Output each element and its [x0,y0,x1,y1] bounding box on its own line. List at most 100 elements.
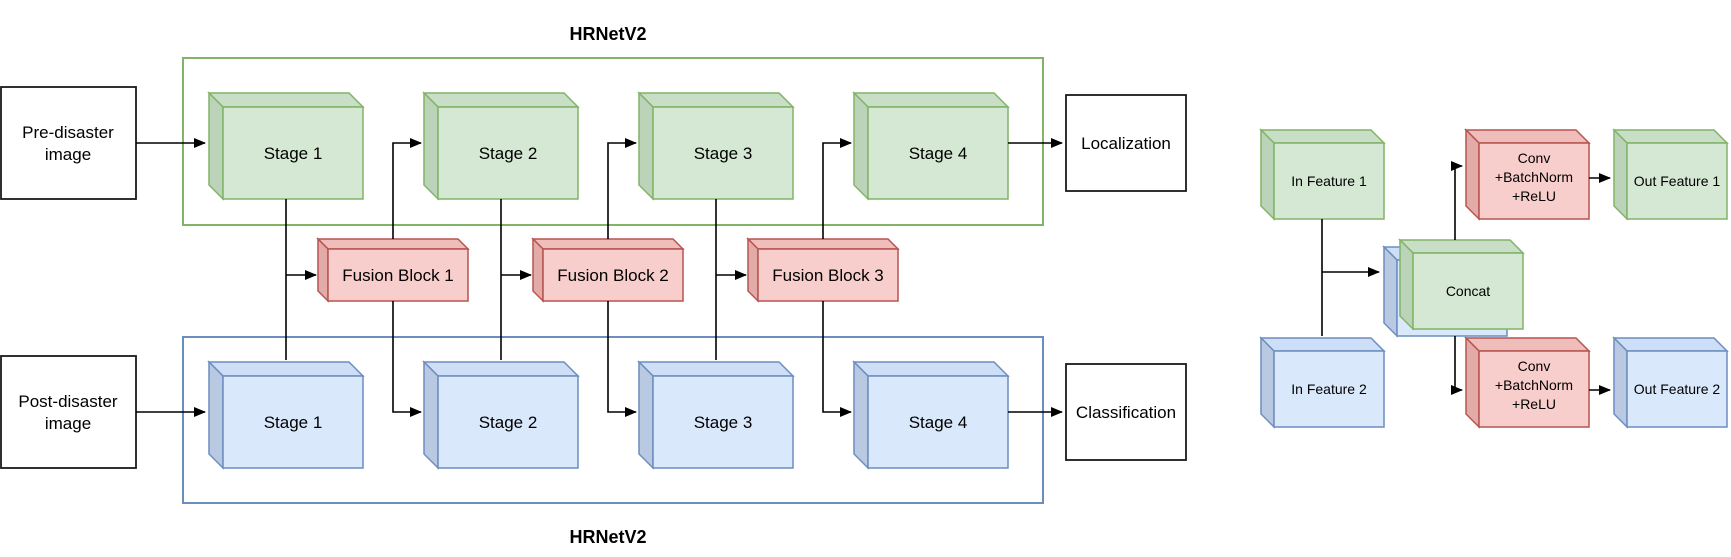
edge-fusion3-to-stage4-bottom [822,301,852,417]
cube-front-face [1412,252,1524,330]
fusion-block-3-label: Fusion Block 3 [772,266,884,285]
stage-4-top-box: Stage 4 [852,91,1010,201]
cube-front-face [1478,350,1590,428]
cube-top-face [1464,337,1591,352]
cube-front-face [222,106,364,200]
localization-rect [1065,94,1187,192]
cube-left-face [1260,336,1275,429]
hrnet-bottom-label: HRNetV2 [569,527,646,547]
concat-box: Concat [1382,238,1525,338]
classification-rect [1065,363,1187,461]
cube-left-face [1383,245,1398,338]
post-disaster-input-box: Post-disaster image [0,355,137,469]
stage-2-top-label: Stage 2 [479,144,538,163]
cube-top-face [207,92,365,108]
stage-2-bottom-label: Stage 2 [479,413,538,432]
siamese-hrnet-diagram: HRNetV2 HRNetV2 Pre-disaster image Post-… [0,24,1187,547]
cube-top-face [852,361,1010,377]
conv-batchnorm-relu-top-box: Conv +BatchNorm +ReLU [1464,128,1591,221]
cube-front-face [757,248,899,302]
cube-front-face [1273,350,1385,428]
pre-disaster-label-line2: image [45,145,91,164]
cube-top-face [637,361,795,377]
out-feature-1-box: Out Feature 1 [1612,128,1729,221]
cube-left-face [423,360,439,470]
post-disaster-rect [0,355,137,469]
cube-left-face [317,237,329,303]
cube-front-face [1626,350,1728,428]
concat-front-cube: Concat [1398,238,1525,331]
cube-left-face [1399,238,1414,331]
cube-front-face [1626,142,1728,220]
conv-batchnorm-relu-bottom-box: Conv +BatchNorm +ReLU [1464,336,1591,429]
cube-top-face [637,92,795,108]
cube-top-face [1464,129,1591,144]
post-disaster-label-line2: image [45,414,91,433]
cube-left-face [747,237,759,303]
in-feature-1-label: In Feature 1 [1291,173,1367,189]
stage-1-top-box: Stage 1 [207,91,365,201]
cube-left-face [853,360,869,470]
cube-top-face [207,361,365,377]
cube-front-face [652,106,794,200]
fusion-block-2-box: Fusion Block 2 [531,237,685,303]
fusion-block-1-box: Fusion Block 1 [316,237,470,303]
cube-front-face [437,106,579,200]
fusion-block-1-label: Fusion Block 1 [342,266,454,285]
edge-fusion1-to-stage2-top [392,138,422,239]
cube-top-face [746,238,900,250]
cube-front-face [222,375,364,469]
cube-top-face [1259,337,1386,352]
cube-front-face [1273,142,1385,220]
hrnet-bottom-container [182,336,1044,504]
cube-left-face [208,91,224,201]
stage-3-bottom-box: Stage 3 [637,360,795,470]
stage-3-top-label: Stage 3 [694,144,753,163]
stage-1-top-label: Stage 1 [264,144,323,163]
conv-bottom-label-line3: +ReLU [1512,396,1556,412]
conv-bottom-label-line1: Conv [1518,358,1551,374]
out-feature-2-label: Out Feature 2 [1634,381,1721,397]
edge-fusion3-to-stage4-top [822,138,852,239]
cube-top-face [1398,239,1525,254]
cube-left-face [638,91,654,201]
post-disaster-label-line1: Post-disaster [18,392,118,411]
cube-front-face [867,106,1009,200]
cube-front-face [327,248,469,302]
cube-left-face [208,360,224,470]
stage-3-top-box: Stage 3 [637,91,795,201]
cube-left-face [853,91,869,201]
classification-output-box: Classification [1065,363,1187,461]
cube-left-face [1613,128,1628,221]
pre-disaster-rect [0,86,137,200]
cube-top-face [1259,129,1386,144]
out-feature-2-box: Out Feature 2 [1612,336,1729,429]
stage-4-bottom-label: Stage 4 [909,413,968,432]
conv-top-label-line3: +ReLU [1512,188,1556,204]
edge-concat-to-conv-top [1451,161,1463,240]
cube-left-face [532,237,544,303]
fusion-block-3-box: Fusion Block 3 [746,237,900,303]
fusion-block-detail-diagram: In Feature 1 In Feature 2 Concat [1259,128,1729,429]
localization-output-box: Localization [1065,94,1187,192]
cube-front-face [437,375,579,469]
in-feature-2-box: In Feature 2 [1259,336,1386,429]
cube-top-face [531,238,685,250]
stage-1-bottom-box: Stage 1 [207,360,365,470]
edge-fusion2-to-stage3-top [607,138,637,239]
localization-label: Localization [1081,134,1171,153]
stage-4-bottom-box: Stage 4 [852,360,1010,470]
cube-front-face [1478,142,1590,220]
cube-top-face [1612,337,1729,352]
cube-front-face [542,248,684,302]
concat-label: Concat [1446,283,1490,299]
in-feature-1-box: In Feature 1 [1259,128,1386,221]
cube-left-face [1260,128,1275,221]
conv-top-label-line2: +BatchNorm [1495,169,1573,185]
hrnet-top-label: HRNetV2 [569,24,646,44]
stage-2-bottom-box: Stage 2 [422,360,580,470]
classification-label: Classification [1076,403,1176,422]
cube-top-face [316,238,470,250]
conv-bottom-label-line2: +BatchNorm [1495,377,1573,393]
